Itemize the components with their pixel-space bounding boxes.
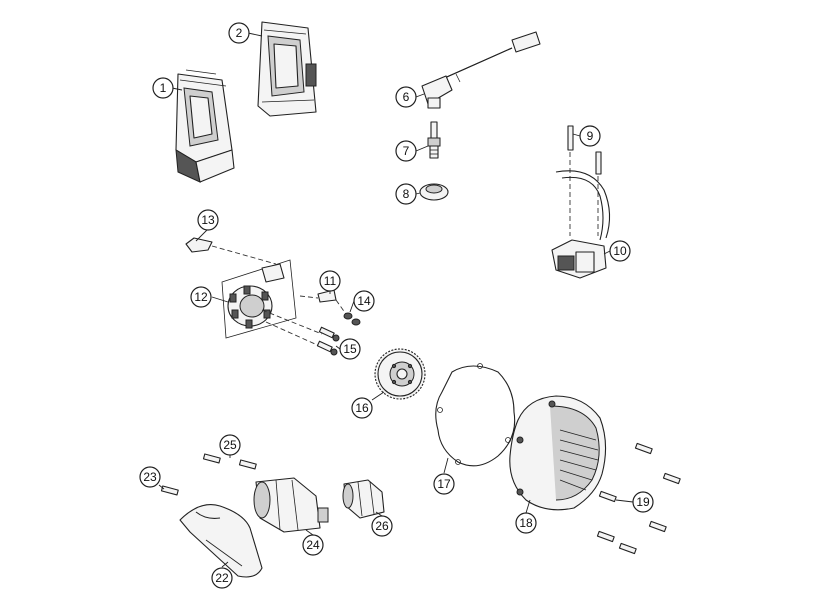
callout-7: 7 <box>395 140 417 162</box>
svg-text:8: 8 <box>403 187 410 201</box>
svg-text:18: 18 <box>519 516 533 530</box>
svg-text:1: 1 <box>160 81 167 95</box>
svg-text:24: 24 <box>306 538 320 552</box>
cover-vent-grille <box>559 429 599 491</box>
starter-screws-part-25 <box>202 453 257 470</box>
starter-drive-part-26 <box>342 479 385 519</box>
callout-25: 25 <box>219 434 241 456</box>
protective-shield-part-22 <box>179 504 263 578</box>
svg-text:9: 9 <box>587 129 594 143</box>
cable-bracket-part-13 <box>185 237 277 265</box>
seal-ring-part-8 <box>419 183 449 201</box>
ignition-coil-part-10 <box>551 125 611 279</box>
callout-10: 10 <box>609 240 631 262</box>
callout-2: 2 <box>228 22 250 44</box>
svg-text:26: 26 <box>375 519 389 533</box>
callout-17: 17 <box>433 473 455 495</box>
svg-text:17: 17 <box>437 477 451 491</box>
spark-plug-part-7 <box>427 121 441 159</box>
callout-15: 15 <box>339 338 361 360</box>
stator-assembly-part-12 <box>221 259 325 349</box>
svg-text:13: 13 <box>201 213 215 227</box>
callout-23: 23 <box>139 466 161 488</box>
screws-part-14 <box>335 299 361 326</box>
callout-11: 11 <box>319 270 341 292</box>
svg-text:22: 22 <box>215 571 229 585</box>
svg-text:7: 7 <box>403 144 410 158</box>
svg-text:23: 23 <box>143 470 157 484</box>
svg-text:19: 19 <box>636 495 650 509</box>
callout-12: 12 <box>190 286 212 308</box>
callout-18: 18 <box>515 512 537 534</box>
cover-bolts-part-19 <box>596 442 681 555</box>
starter-motor-part-24 <box>253 477 329 533</box>
svg-text:16: 16 <box>355 401 369 415</box>
callout-6: 6 <box>395 86 417 108</box>
callout-13: 13 <box>197 209 219 231</box>
cover-gasket-part-17 <box>435 363 516 467</box>
svg-text:2: 2 <box>236 26 243 40</box>
sensor-bracket-part-11 <box>299 289 337 303</box>
svg-text:14: 14 <box>357 294 371 308</box>
callout-1: 1 <box>152 77 174 99</box>
screw-part-23 <box>160 485 179 496</box>
callout-16: 16 <box>351 397 373 419</box>
callout-8: 8 <box>395 183 417 205</box>
spark-plug-cap-part-6 <box>421 31 541 109</box>
callout-22: 22 <box>211 567 233 589</box>
svg-text:10: 10 <box>613 244 627 258</box>
svg-text:15: 15 <box>343 342 357 356</box>
svg-text:25: 25 <box>223 438 237 452</box>
callout-26: 26 <box>371 515 393 537</box>
bolts-part-15 <box>316 326 340 356</box>
ecu-module-part-2 <box>257 21 317 117</box>
ecu-control-unit-part-1 <box>175 69 235 183</box>
ignition-cover-part-18 <box>509 395 607 511</box>
callout-14: 14 <box>353 290 375 312</box>
callout-24: 24 <box>302 534 324 556</box>
svg-text:11: 11 <box>324 274 337 288</box>
svg-text:12: 12 <box>194 290 208 304</box>
callout-9: 9 <box>579 125 601 147</box>
flywheel-gear-part-16 <box>374 348 426 400</box>
callout-19: 19 <box>632 491 654 513</box>
svg-text:6: 6 <box>403 90 410 104</box>
